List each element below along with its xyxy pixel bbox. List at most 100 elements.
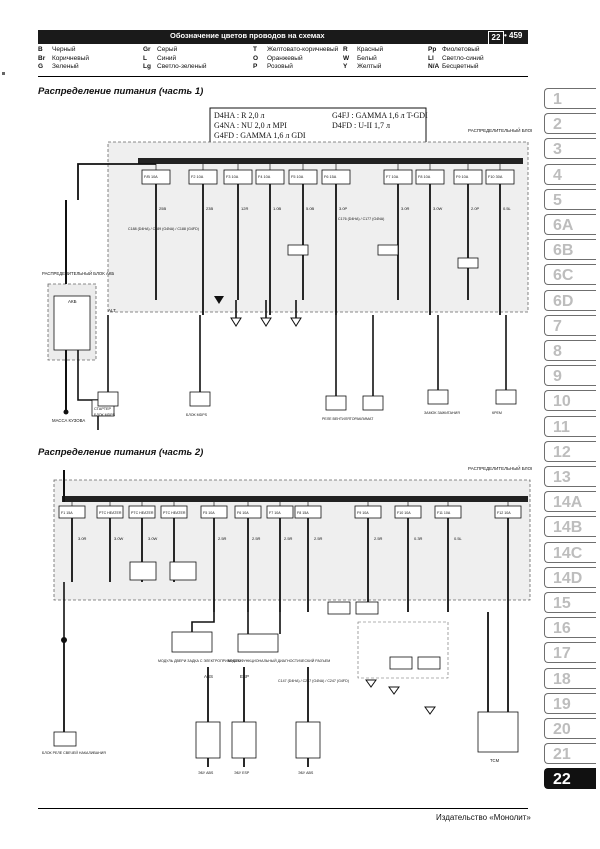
chapter-tab-1[interactable]: 1: [544, 88, 596, 109]
legend-code: G: [38, 63, 44, 70]
legend-color-name: Светло-синий: [442, 54, 484, 62]
busbar: [138, 158, 523, 164]
ground-marker: [214, 296, 224, 304]
relay: [327, 601, 351, 615]
relay: [389, 656, 413, 670]
wire-size-label: 3.0W: [433, 206, 443, 211]
chapter-tab-15[interactable]: 15: [544, 592, 596, 613]
wire-size-label: 0.5L: [454, 536, 463, 541]
chapter-tab-4[interactable]: 4: [544, 163, 596, 185]
chapter-tab-5[interactable]: 5: [544, 188, 596, 210]
legend-entry: Br Коричневый: [38, 55, 89, 64]
chapter-tab-13[interactable]: 13: [544, 466, 596, 487]
page-number: • 459: [504, 31, 523, 40]
legend-color-name: Черный: [52, 46, 76, 53]
ptc-heater-relay: [129, 561, 157, 581]
connector-note: C176 (D4HA) / C177 (G4NA): [338, 217, 384, 221]
relay: [287, 244, 309, 256]
chapter-tab-10[interactable]: 10: [544, 390, 596, 412]
fuse-label: F1 15A: [61, 511, 73, 515]
ecu-connector: [195, 721, 221, 759]
chapter-tab-6c[interactable]: 6C: [544, 264, 596, 286]
battery-fuse-block: [53, 295, 91, 351]
legend-code: Br: [38, 54, 46, 62]
component-label: БЛОК MDPS: [94, 413, 116, 417]
component-label: МОДУЛЬ ДВЕРИ ЗАДКА С ЭЛЕКТРОПРИВОДОМ: [158, 659, 241, 663]
wire-size-label: 25B: [159, 206, 166, 211]
engine-codes-box: [209, 107, 427, 145]
wire-size-label: 2.5R: [314, 536, 323, 541]
fuse-label: F12 10A: [497, 511, 511, 515]
fuse-label: F3 10A: [226, 175, 239, 179]
fuse-label: F8 10A: [418, 175, 431, 179]
legend-color-name: Светло-зеленый: [157, 63, 207, 70]
connector-note: C147 (D4HA) / C247 (G4NA) / C247 (G4FD): [278, 679, 349, 683]
part2-title: Распределение питания (часть 2): [38, 447, 204, 458]
component-connector: [427, 389, 449, 405]
chapter-tab-14d[interactable]: 14D: [544, 566, 596, 588]
legend-code: W: [343, 54, 350, 62]
chapter-tab-7[interactable]: 7: [544, 314, 596, 336]
legend-color-name: Оранжевый: [267, 54, 303, 62]
chapter-tab-19[interactable]: 19: [544, 692, 596, 714]
engine-code: G4FD : GAMMA 1,6 л GDI: [214, 131, 306, 140]
chapter-badge: 22: [488, 31, 504, 45]
chapter-tab-18[interactable]: 18: [544, 667, 596, 689]
legend-code: Y: [343, 63, 348, 70]
chapter-tab-21[interactable]: 21: [544, 743, 596, 765]
battery-feed: [77, 163, 156, 200]
chapter-tab-12[interactable]: 12: [544, 440, 596, 462]
ground-symbol: [424, 706, 436, 715]
door-module-wire: [191, 612, 215, 632]
chapter-tab-14c[interactable]: 14C: [544, 541, 596, 563]
chapter-tab-14b[interactable]: 14B: [544, 516, 596, 538]
relay: [377, 244, 399, 256]
battery-box-label: РАСПРЕДЕЛИТЕЛЬНЫЙ БЛОК АКБ: [42, 271, 114, 276]
fuse-label: PTC HEATER: [99, 511, 122, 515]
chapter-tab-6a[interactable]: 6A: [544, 214, 596, 235]
legend-color-name: Желтовато-коричневый: [267, 46, 339, 53]
connector-note: C188 (D4HA) / C189 (G4NA) / C188 (G4FD): [128, 227, 199, 231]
chapter-tab-6b[interactable]: 6B: [544, 239, 596, 261]
glow-relay-connector: [53, 731, 77, 747]
component-label: ЭБУ ABS: [198, 771, 214, 775]
chapter-tab-8[interactable]: 8: [544, 340, 596, 361]
distribution-box-label: РАСПРЕДЕЛИТЕЛЬНЫЙ БЛОК МУО: [468, 126, 532, 133]
legend-code: R: [343, 46, 348, 53]
ground-point: [63, 409, 69, 415]
ground-symbol: [365, 679, 377, 688]
relay: [355, 601, 379, 615]
distribution-box-label: РАСПРЕДЕЛИТЕЛЬНЫЙ БЛОК МУО: [468, 464, 532, 471]
chapter-tab-17[interactable]: 17: [544, 642, 596, 664]
component-label: КЛИМАТ: [359, 417, 374, 421]
chapter-tab-6d[interactable]: 6D: [544, 289, 596, 311]
legend-color-name: Коричневый: [52, 54, 89, 62]
esp-label: ESP: [240, 674, 249, 679]
legend-color-name: Зеленый: [52, 63, 79, 70]
chapter-tab-2[interactable]: 2: [544, 113, 596, 135]
chapter-tab-11[interactable]: 11: [544, 415, 596, 437]
legend-color-name: Фиолетовый: [442, 46, 480, 53]
component-label: БЛОК РЕЛЕ СВЕЧЕЙ НАКАЛИВАНИЯ: [42, 751, 106, 755]
chapter-tab-16[interactable]: 16: [544, 617, 596, 639]
fuse-label: F11 10A: [437, 511, 451, 515]
fuse-label: F10 30A: [488, 175, 503, 179]
chapter-tab-14a[interactable]: 14A: [544, 491, 596, 513]
chapter-tab-20[interactable]: 20: [544, 718, 596, 739]
chapter-tab-22[interactable]: 22: [544, 768, 596, 790]
chapter-tab-9[interactable]: 9: [544, 365, 596, 387]
chapter-tab-3[interactable]: 3: [544, 138, 596, 160]
component-label: БЛОК MDPS: [186, 413, 208, 417]
wire-size-label: 3.0R: [78, 536, 87, 541]
fuse-label: F5 10A: [291, 175, 304, 179]
